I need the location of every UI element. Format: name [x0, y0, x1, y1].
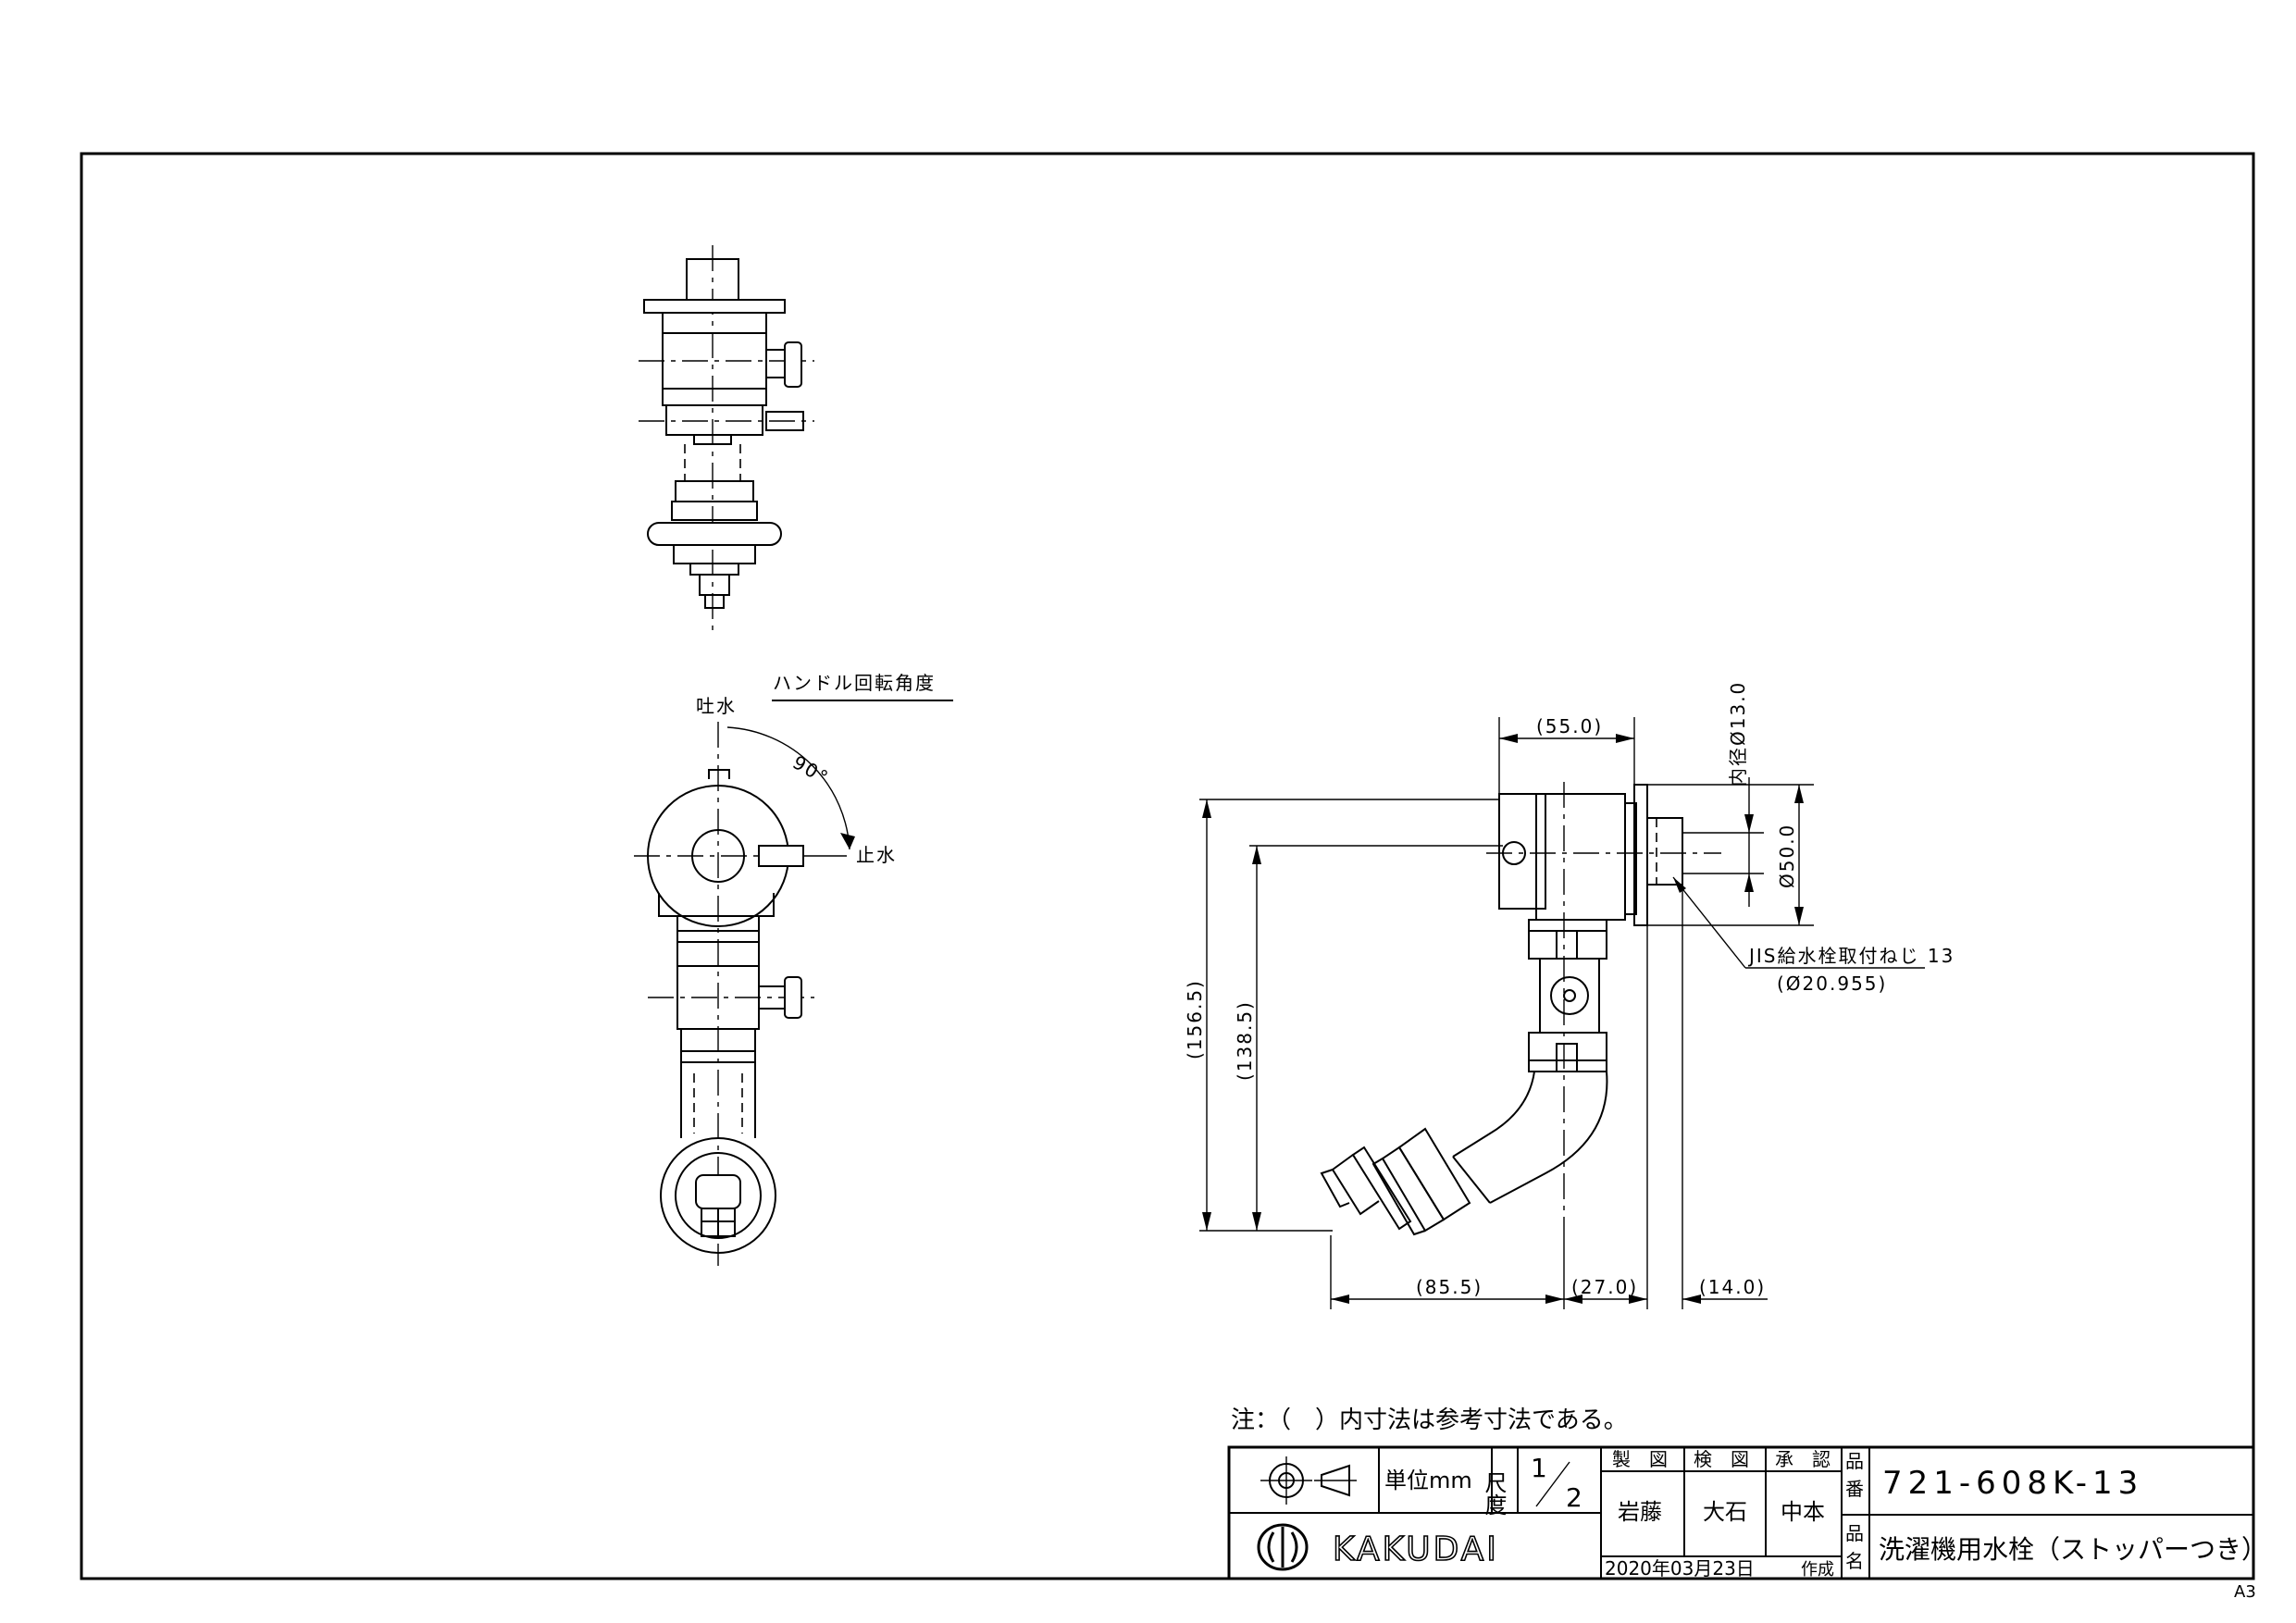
scale-numerator: 1	[1531, 1453, 1547, 1483]
check-label: 検 図	[1694, 1448, 1749, 1470]
made-label: 製 図	[1612, 1448, 1668, 1470]
dim-14: (14.0)	[1699, 1276, 1766, 1298]
thread-diameter: (Ø20.955)	[1777, 973, 1887, 995]
sheet-border	[80, 152, 2255, 1580]
part-number: 721-608K-13	[1882, 1465, 2143, 1502]
dim-inner-diameter: 内径Ø13.0	[1727, 681, 1749, 787]
unit-label: 単位mm	[1384, 1468, 1472, 1493]
part-no-label-2: 番	[1845, 1478, 1864, 1500]
part-no-label-1: 品	[1845, 1450, 1864, 1472]
kakudai-logo: KAKUDAI	[1257, 1523, 1499, 1571]
projection-symbol-icon	[1260, 1456, 1357, 1505]
approved-by: 中本	[1781, 1499, 1825, 1525]
made-by: 岩藤	[1618, 1499, 1662, 1525]
scale-denominator: 2	[1566, 1482, 1582, 1513]
part-name-label-1: 品	[1845, 1522, 1864, 1544]
top-view	[639, 245, 814, 631]
thread-label: JIS給水栓取付ねじ 13	[1747, 945, 1955, 967]
dim-138: (138.5)	[1234, 1000, 1256, 1081]
dim-156: (156.5)	[1184, 979, 1206, 1059]
part-name: 洗濯機用水栓（ストッパーつき）	[1879, 1534, 2267, 1565]
spout-label: 吐水	[696, 695, 737, 717]
title-block: 単位mm 尺度 1 2 製 図 検 図 承 認 岩藤 大石 中本 2020年03…	[1227, 1445, 2267, 1580]
approve-label: 承 認	[1775, 1448, 1831, 1470]
side-view	[1320, 782, 1721, 1236]
scale-label: 尺度	[1481, 1471, 1507, 1516]
created-date: 2020年03月23日	[1605, 1557, 1755, 1580]
sheet-size: A3	[2234, 1582, 2256, 1602]
front-view: ハンドル回転角度 吐水 止水 90°	[634, 672, 953, 1266]
dim-55: (55.0)	[1536, 715, 1603, 737]
reference-note: 注：（ ）内寸法は参考寸法である。	[1231, 1406, 1628, 1434]
dim-85: (85.5)	[1416, 1276, 1483, 1298]
part-name-label-2: 名	[1845, 1550, 1864, 1572]
brand-name: KAKUDAI	[1333, 1530, 1499, 1568]
stop-label: 止水	[856, 844, 897, 866]
created-label: 作成	[1801, 1560, 1834, 1580]
dimensions: (55.0) 内径Ø13.0 Ø50.0 (156.5) (138.5)	[1184, 681, 1955, 1309]
checked-by: 大石	[1703, 1499, 1747, 1525]
handle-rotation-title: ハンドル回転角度	[773, 672, 936, 694]
dim-27: (27.0)	[1571, 1276, 1638, 1298]
dim-50: Ø50.0	[1776, 824, 1798, 888]
